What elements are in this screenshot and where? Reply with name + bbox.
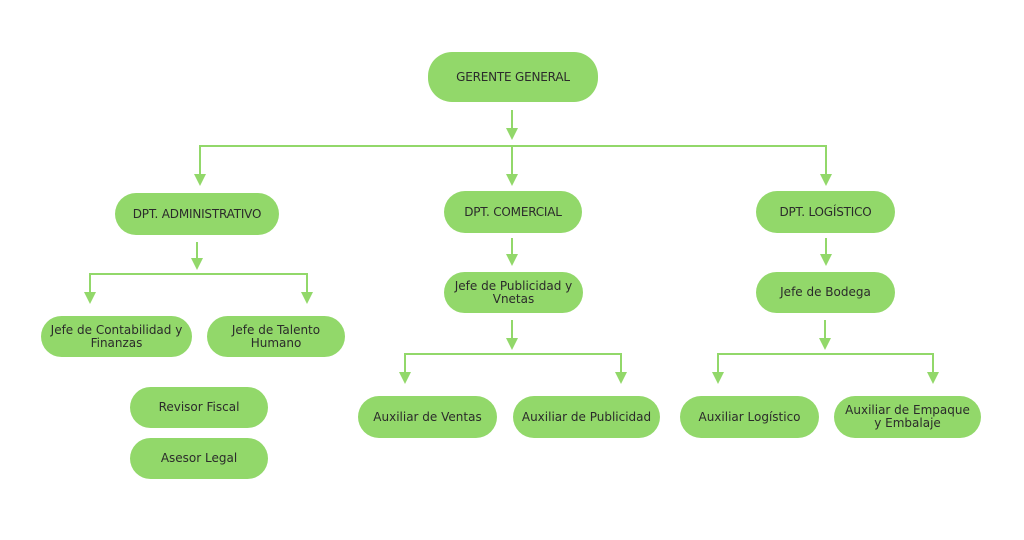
- connector-admin-bar: [89, 273, 313, 304]
- node-label: Revisor Fiscal: [158, 400, 240, 414]
- node-label: Auxiliar de Empaque y Embalaje: [845, 403, 970, 430]
- node-jefe-talento: Jefe de Talento Humano: [207, 316, 345, 357]
- node-label: DPT. LOGÍSTICO: [779, 204, 872, 219]
- node-label: Auxiliar Logístico: [698, 409, 801, 424]
- node-gerente-general: GERENTE GENERAL: [428, 52, 598, 102]
- node-jefe-contabilidad: Jefe de Contabilidad y Finanzas: [41, 316, 192, 357]
- node-revisor-fiscal: Revisor Fiscal: [130, 387, 268, 428]
- node-auxiliar-logistico: Auxiliar Logístico: [680, 396, 819, 438]
- connector-publicidad-bar: [404, 353, 627, 384]
- node-auxiliar-empaque: Auxiliar de Empaque y Embalaje: [834, 396, 981, 438]
- node-label: Auxiliar de Ventas: [373, 409, 482, 424]
- node-label: Jefe de Publicidad y Vnetas: [454, 278, 573, 306]
- node-jefe-publicidad: Jefe de Publicidad y Vnetas: [444, 272, 583, 313]
- node-asesor-legal: Asesor Legal: [130, 438, 268, 479]
- node-dpt-administrativo: DPT. ADMINISTRATIVO: [115, 193, 279, 235]
- node-label: Asesor Legal: [160, 451, 238, 465]
- node-label: Jefe de Talento Humano: [231, 322, 321, 350]
- node-jefe-bodega: Jefe de Bodega: [756, 272, 895, 313]
- node-label: DPT. COMERCIAL: [464, 204, 562, 219]
- node-dpt-comercial: DPT. COMERCIAL: [444, 191, 582, 233]
- node-dpt-logistico: DPT. LOGÍSTICO: [756, 191, 895, 233]
- node-label: Auxiliar de Publicidad: [521, 409, 652, 424]
- node-label: GERENTE GENERAL: [456, 69, 570, 84]
- node-label: DPT. ADMINISTRATIVO: [132, 206, 262, 221]
- connector-bodega-bar: [717, 353, 939, 384]
- node-auxiliar-ventas: Auxiliar de Ventas: [358, 396, 497, 438]
- node-label: Jefe de Bodega: [780, 285, 871, 299]
- node-auxiliar-publicidad: Auxiliar de Publicidad: [513, 396, 660, 438]
- node-label: Jefe de Contabilidad y Finanzas: [50, 322, 183, 350]
